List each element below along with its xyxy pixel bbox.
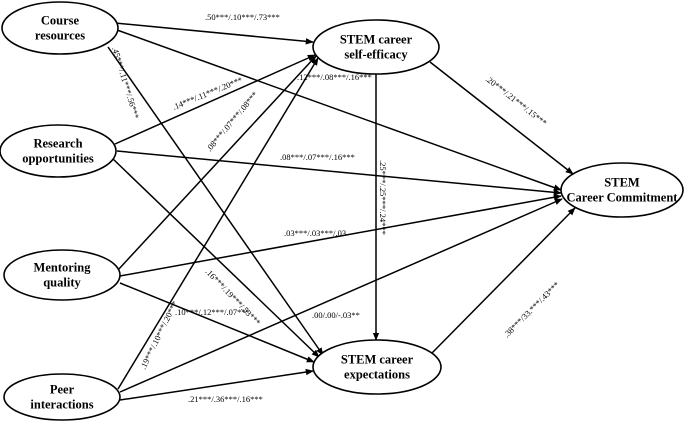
- node-label-line: STEM career: [341, 353, 414, 367]
- edge-label-course_resources-to-stem_self_efficacy: .50***/.10***/.73***: [205, 12, 280, 22]
- edge-stem_self_efficacy-to-stem_commitment: [429, 61, 574, 175]
- node-label-line: Course: [41, 14, 80, 28]
- node-ellipse: [1, 1, 119, 55]
- node-ellipse: [560, 162, 684, 218]
- node-label-line: opportunities: [22, 152, 94, 166]
- edge-label-peer_interactions-to-stem_commitment: .00/.00/-.03**: [312, 310, 360, 320]
- node-label-line: STEM career: [340, 33, 413, 47]
- edge-label-research_opportunities-to-stem_commitment: .08***/.07***/.16***: [280, 152, 355, 162]
- edge-peer_interactions-to-stem_self_efficacy: [117, 57, 319, 390]
- edge-stem_expectations-to-stem_commitment: [431, 207, 576, 354]
- node-ellipse: [312, 19, 440, 75]
- edges-layer: [107, 22, 576, 401]
- node-label-line: interactions: [30, 398, 93, 412]
- node-label-line: expectations: [344, 368, 410, 382]
- node-label-line: Career Commitment: [567, 191, 679, 205]
- node-ellipse: [0, 124, 117, 178]
- edge-mentoring_quality-to-stem_expectations: [119, 282, 315, 363]
- edge-label-course_resources-to-stem_expectations: .45***/.11***/.56***: [110, 46, 141, 120]
- node-label-line: Mentoring: [34, 261, 92, 275]
- edge-label-mentoring_quality-to-stem_commitment: .03***/.03***/.03: [284, 228, 346, 238]
- edge-research_opportunities-to-stem_expectations: [111, 157, 320, 358]
- edge-label-mentoring_quality-to-stem_self_efficacy: .08***/.07***/.08***: [204, 90, 260, 154]
- edge-label-course_resources-to-stem_commitment: .12***/.08***/.16***: [297, 72, 372, 82]
- node-ellipse: [3, 249, 121, 301]
- node-label-line: Research: [33, 137, 82, 151]
- node-label-line: quality: [43, 276, 81, 290]
- edge-course_resources-to-stem_expectations: [107, 46, 324, 356]
- node-ellipse: [3, 373, 121, 421]
- edge-peer_interactions-to-stem_commitment: [119, 198, 563, 393]
- edge-label-mentoring_quality-to-stem_expectations: .10***/.12***/.07***: [175, 307, 250, 317]
- edge-label-research_opportunities-to-stem_expectations: .16***/.19***/.53***: [204, 266, 263, 327]
- edge-course_resources-to-stem_self_efficacy: [114, 22, 314, 45]
- node-label-line: self-efficacy: [344, 48, 408, 62]
- edge-label-research_opportunities-to-stem_self_efficacy: .14***/.11***/.20***: [171, 75, 244, 112]
- node-label-line: resources: [35, 29, 85, 43]
- node-ellipse: [312, 339, 442, 395]
- edge-mentoring_quality-to-stem_self_efficacy: [117, 55, 317, 271]
- edge-label-stem_self_efficacy-to-stem_expectations: .25***/.25***/.24***: [378, 160, 388, 235]
- node-label-line: STEM: [604, 176, 640, 190]
- edge-label-stem_self_efficacy-to-stem_commitment: .20***/.21***/.15***: [484, 74, 549, 128]
- edge-label-stem_expectations-to-stem_commitment: .38***/33.***/.43***: [501, 279, 561, 339]
- edge-research_opportunities-to-stem_self_efficacy: [114, 54, 316, 145]
- edge-course_resources-to-stem_commitment: [116, 29, 562, 191]
- edge-label-peer_interactions-to-stem_self_efficacy: .19***/.10***/.20***: [138, 299, 180, 371]
- node-label-line: Peer: [50, 383, 75, 397]
- edge-peer_interactions-to-stem_expectations: [119, 368, 314, 401]
- edge-research_opportunities-to-stem_commitment: [116, 150, 562, 196]
- edge-label-peer_interactions-to-stem_expectations: .21***/.36***/.16***: [188, 394, 263, 404]
